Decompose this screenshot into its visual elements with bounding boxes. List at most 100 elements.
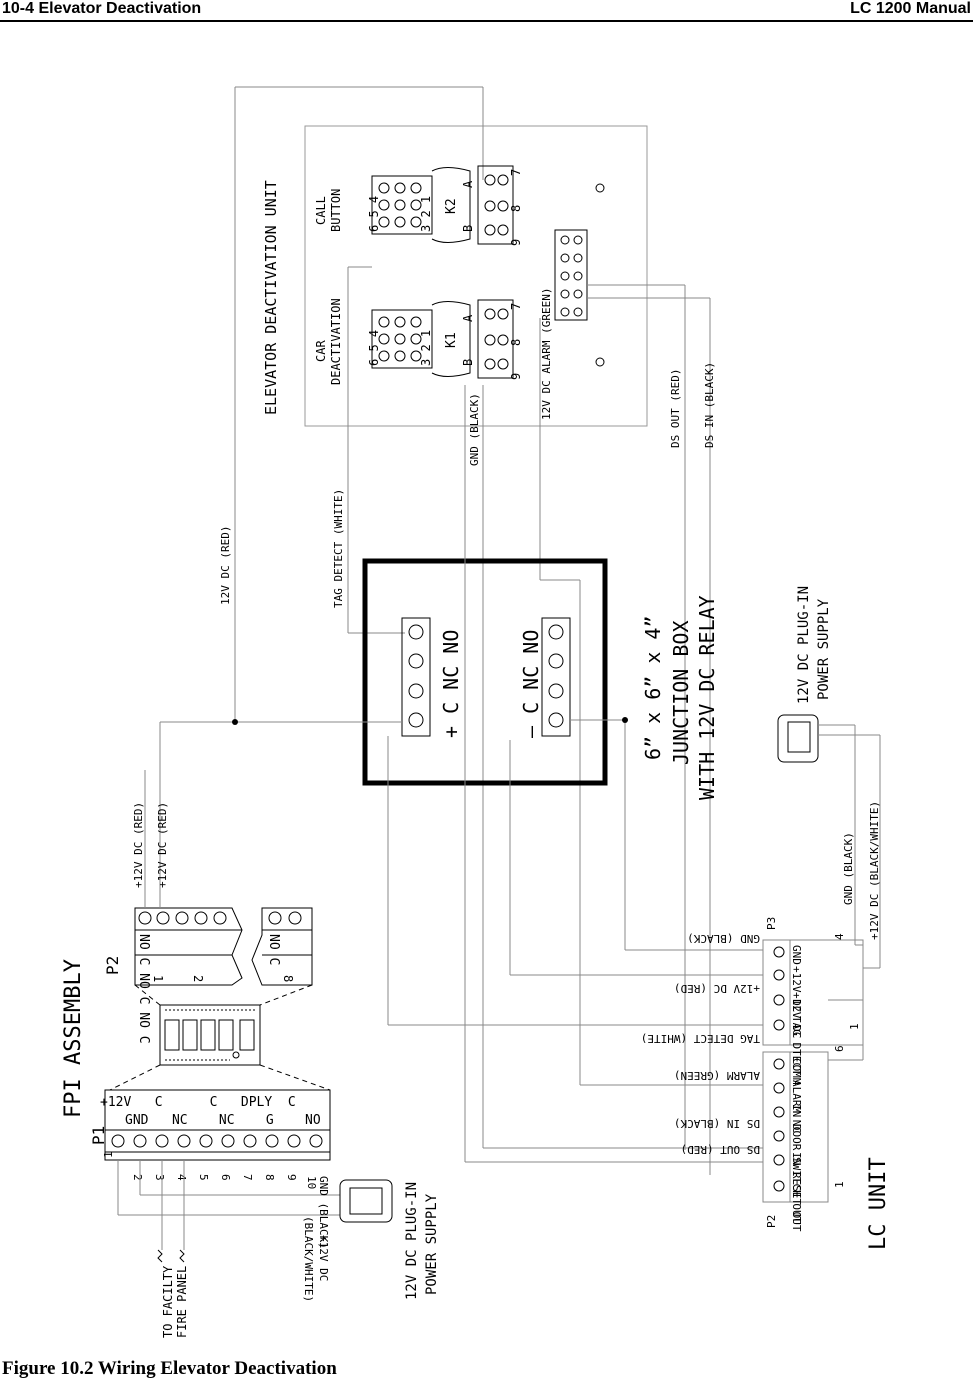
junction-box-desc: WITH 12V DC RELAY xyxy=(695,595,719,800)
wire-label-gnd-black: GND (BLACK) xyxy=(468,393,481,466)
fpi-p1-num: 3 xyxy=(153,1174,166,1181)
relay-k2 xyxy=(371,165,514,245)
fpi-p2-wire-label-1: +12V DC (RED) xyxy=(132,802,145,888)
wire-junction-dot xyxy=(622,717,628,723)
power-supply-left-line1: 12V DC PLUG-IN xyxy=(404,1182,420,1300)
fpi-p1-num: 5 xyxy=(197,1174,210,1181)
fpi-black-white: (BLACK/WHITE) xyxy=(302,1216,315,1302)
k2-a-label: A xyxy=(461,180,475,188)
lc-wire-alarm-green: ALARM (GREEN) xyxy=(674,1069,760,1082)
car-label-2: DEACTIVATION xyxy=(329,298,343,385)
lc-ps-dc-black-white: +12V DC (BLACK/WHITE) xyxy=(868,801,881,940)
fpi-p1-num: 9 xyxy=(285,1174,298,1181)
unit-title: ELEVATOR DEACTIVATION UNIT xyxy=(262,180,280,415)
wire-label-12v-red: 12V DC (RED) xyxy=(219,526,232,605)
header-manual-title: LC 1200 Manual xyxy=(850,0,971,17)
power-supply-right-line2: POWER SUPPLY xyxy=(816,598,832,700)
fpi-12v-dc: +12V DC xyxy=(317,1235,330,1281)
lc-p2-block xyxy=(762,1051,829,1203)
fpi-p1-num: 4 xyxy=(175,1174,188,1181)
k1-label: K1 xyxy=(444,332,459,348)
k1-row-mid: 3 2 1 xyxy=(419,330,433,366)
lc-wire-12v-red: +12V DC (RED) xyxy=(674,982,760,995)
deactivation-unit: ELEVATOR DEACTIVATION UNIT CAR DEACTIVAT… xyxy=(235,86,648,427)
fpi-p1-num: 6 xyxy=(219,1174,232,1181)
power-supply-left: 12V DC PLUG-IN POWER SUPPLY xyxy=(339,1179,440,1300)
deactivation-unit-outline xyxy=(304,125,648,427)
top-wires xyxy=(234,87,711,1175)
page-header: 10-4 Elevator Deactivation LC 1200 Manua… xyxy=(0,0,973,22)
lc-p2-num-6: 6 xyxy=(833,1045,846,1052)
fpi-p1-block xyxy=(104,1089,331,1161)
fpi-p1-num: 7 xyxy=(241,1174,254,1181)
k1-row-top: 6 5 4 xyxy=(367,330,381,366)
lc-wire-ds-in-black: DS IN (BLACK) xyxy=(674,1117,760,1130)
call-label-1: CALL xyxy=(314,196,328,225)
lc-title: LC UNIT xyxy=(866,1157,891,1250)
junction-box: + C NC NO – C NC NO 6” x 6” x 4” JUNCTIO… xyxy=(362,558,719,800)
relay-k1 xyxy=(371,299,514,379)
fpi-p2-terminal-labels: NO C NO C NO C xyxy=(136,934,151,1044)
fpi-assembly: FPI ASSEMBLY P2 NO C NO C NO C NO C 1 2 … xyxy=(61,722,340,1338)
fire-panel-label-1: TO FACILTY xyxy=(161,1265,175,1338)
lc-p3-label: P3 xyxy=(765,917,778,930)
junction-box-name: JUNCTION BOX xyxy=(669,621,693,766)
lc-p2-label: P2 xyxy=(765,1215,778,1228)
lc-term-12v-a: +12V DC xyxy=(790,966,803,1012)
fpi-circuit-board xyxy=(159,1004,261,1066)
fpi-p2-num-1: 1 xyxy=(151,975,165,982)
fpi-p2-terminal-labels-b: NO C xyxy=(266,934,281,965)
fpi-p2-block xyxy=(134,907,243,986)
lc-wire-gnd-black: GND (BLACK) xyxy=(687,932,760,945)
junction-box-outline xyxy=(362,558,608,786)
call-label-2: BUTTON xyxy=(329,189,343,232)
fpi-p1-num: 1 xyxy=(102,1151,115,1158)
fire-panel-label-2: FIRE PANEL xyxy=(175,1266,189,1338)
lc-term-12v-b: +12V DC xyxy=(790,992,803,1038)
lc-term-reset: IN RESET OUT xyxy=(790,1152,803,1232)
junction-box-size: 6” x 6” x 4” xyxy=(641,616,665,761)
lc-term-tag: TAG DTECT xyxy=(790,1016,803,1076)
relay-minus-row: – C NC NO xyxy=(519,630,543,738)
fpi-p1-num: 10 xyxy=(305,1176,318,1189)
wire-label-ds-out-red: DS OUT (RED) xyxy=(669,369,682,448)
fpi-p1-top-labels: +12V C C DPLY C xyxy=(100,1095,296,1110)
lc-p2-num-1: 1 xyxy=(833,1181,846,1188)
k1-terminal-9: 9 xyxy=(509,373,523,380)
lc-term-gnd: GND xyxy=(790,945,803,965)
k1-a-label: A xyxy=(461,314,475,322)
fpi-p1-num: 2 xyxy=(131,1174,144,1181)
power-supply-right: 12V DC PLUG-IN POWER SUPPLY xyxy=(777,586,881,968)
lc-p3-num-1: 1 xyxy=(848,1023,861,1030)
lc-term-alarm: ALARM NC xyxy=(790,1080,803,1133)
unit-terminal-strip xyxy=(554,229,588,321)
fpi-p2-wire-label-2: +12V DC (RED) xyxy=(156,802,169,888)
lc-p3-num-4: 4 xyxy=(833,933,846,940)
power-supply-right-line1: 12V DC PLUG-IN xyxy=(796,586,812,704)
lc-wire-tag-detect: TAG DETECT (WHITE) xyxy=(641,1032,760,1045)
k1-b-label: B xyxy=(461,359,475,366)
k2-row-top: 6 5 4 xyxy=(367,196,381,232)
fpi-p2-label: P2 xyxy=(103,956,122,975)
lc-ps-gnd-black: GND (BLACK) xyxy=(842,832,855,905)
k2-b-label: B xyxy=(461,225,475,232)
lc-wire-ds-out-red: DS OUT (RED) xyxy=(681,1143,760,1156)
fire-panel-break xyxy=(157,1249,185,1263)
header-section-title: 10-4 Elevator Deactivation xyxy=(2,0,202,17)
mounting-hole xyxy=(595,183,605,193)
wire-junction-dot xyxy=(232,719,238,725)
fpi-p1-bottom-labels: GND NC NC G NO xyxy=(125,1113,321,1128)
wire-label-tag-detect: TAG DETECT (WHITE) xyxy=(332,489,345,608)
lc-p3-block xyxy=(762,939,864,1046)
relay-plus-row: + C NC NO xyxy=(439,630,463,738)
lc-term-door: IN DOOR SWITCH OUT xyxy=(790,1104,803,1224)
k2-terminal-8: 8 xyxy=(509,205,523,212)
mounting-hole xyxy=(595,357,605,367)
lc-term-comm: COMM xyxy=(790,1058,803,1085)
lc-unit: LC UNIT P3 P2 4 1 6 1 GND +12V DC +12V D… xyxy=(387,385,891,1250)
k1-terminal-8: 8 xyxy=(509,339,523,346)
fpi-p2-num-8: 8 xyxy=(281,975,295,982)
car-label-1: CAR xyxy=(314,340,328,362)
k2-label: K2 xyxy=(444,198,459,214)
